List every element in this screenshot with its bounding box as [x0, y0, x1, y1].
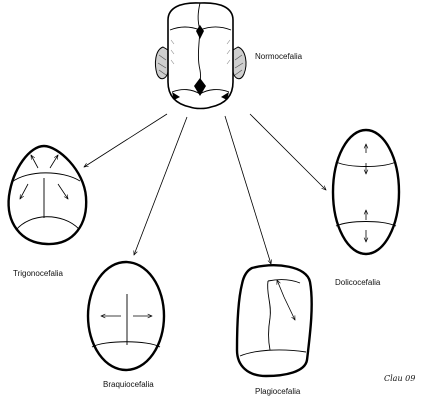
label-dolicocefalia: Dolicocefalia	[335, 278, 381, 287]
arrow-to-dolicocefalia	[249, 113, 326, 190]
right-ear	[232, 46, 247, 80]
arrow-to-plagiocefalia	[224, 115, 271, 264]
label-braquiocefalia: Braquiocefalia	[103, 380, 154, 389]
normocefalia-skull	[154, 2, 247, 110]
left-ear	[154, 46, 169, 80]
arrow-to-braquiocefalia	[134, 116, 188, 255]
dolicocefalia-skull	[331, 128, 401, 256]
label-normocefalia: Normocefalia	[255, 52, 303, 61]
artist-signature: Clau 09	[384, 374, 416, 383]
label-plagiocefalia: Plagiocefalia	[255, 387, 301, 396]
anterior-fontanelle	[196, 25, 204, 39]
arrow-to-trigonocefalia	[84, 113, 168, 167]
label-trigonocefalia: Trigonocefalia	[13, 269, 63, 278]
normal-skull-outline	[167, 2, 234, 110]
plagiocefalia-skull	[235, 264, 313, 378]
trigonocefalia-skull	[7, 144, 88, 246]
braquiocefalia-skull	[86, 260, 166, 372]
posterior-fontanelle	[194, 78, 206, 96]
